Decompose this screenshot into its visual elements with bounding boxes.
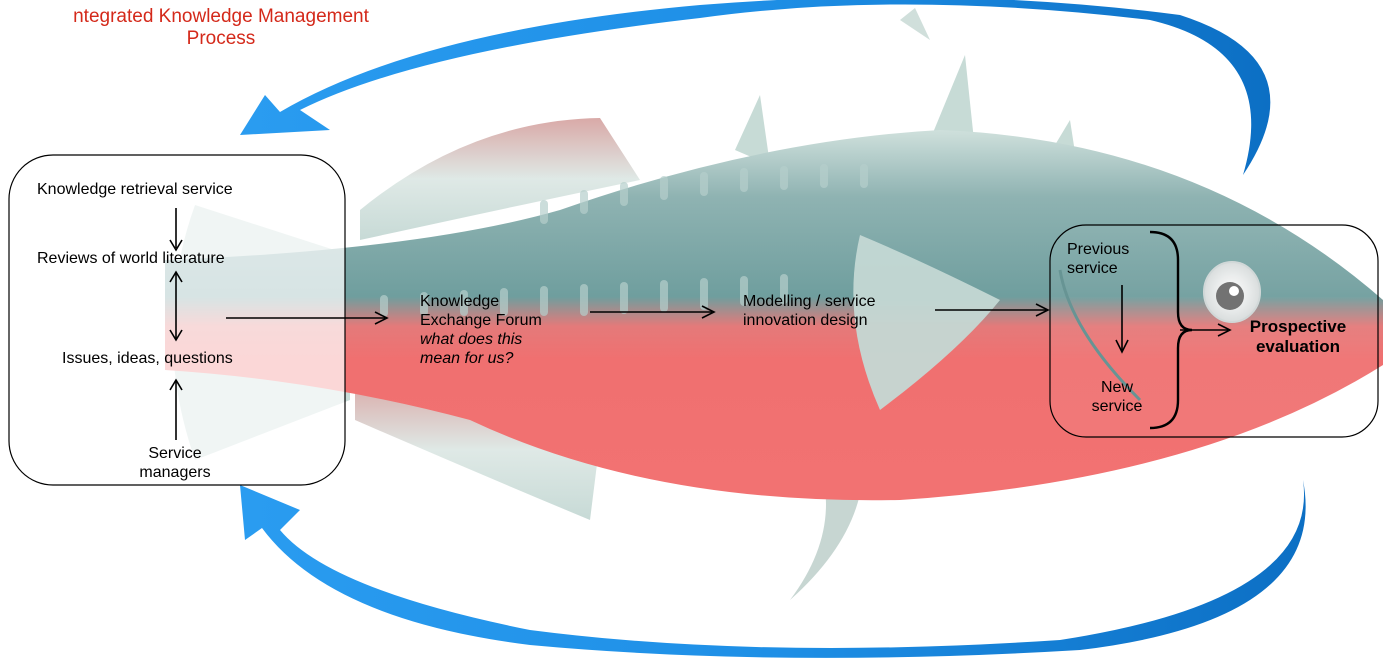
new-service-label: New service — [1082, 378, 1152, 416]
modelling-label: Modelling / service innovation design — [743, 292, 876, 330]
forum-question-line1: what does this — [420, 330, 542, 349]
previous-service-label: Previous service — [1067, 240, 1129, 278]
retrieval-label: Knowledge retrieval service — [37, 180, 233, 199]
managers-label: Service managers — [110, 444, 240, 482]
bottom-cycle-arrow — [240, 480, 1306, 658]
issues-label: Issues, ideas, questions — [62, 349, 233, 368]
previous-line1: Previous — [1067, 240, 1129, 259]
prospective-evaluation-label: Prospective evaluation — [1232, 317, 1364, 357]
previous-line2: service — [1067, 259, 1129, 278]
left-box — [9, 155, 345, 485]
diagram-title: ntegrated Knowledge Management Process — [0, 6, 442, 50]
forum-label: Knowledge Exchange Forum what does this … — [420, 292, 542, 368]
modelling-line2: innovation design — [743, 311, 876, 330]
evaluation-line2: evaluation — [1232, 337, 1364, 357]
forum-question-line2: mean for us? — [420, 349, 542, 368]
managers-line2: managers — [110, 463, 240, 482]
forum-line2: Exchange Forum — [420, 311, 542, 330]
new-line2: service — [1082, 397, 1152, 416]
reviews-label: Reviews of world literature — [37, 249, 225, 268]
evaluation-line1: Prospective — [1232, 317, 1364, 337]
title-line2: Process — [0, 28, 442, 50]
new-line1: New — [1082, 378, 1152, 397]
dorsal-fin-spine — [900, 8, 930, 40]
managers-line1: Service — [110, 444, 240, 463]
title-line1: ntegrated Knowledge Management — [0, 6, 442, 28]
modelling-line1: Modelling / service — [743, 292, 876, 311]
forum-line1: Knowledge — [420, 292, 542, 311]
